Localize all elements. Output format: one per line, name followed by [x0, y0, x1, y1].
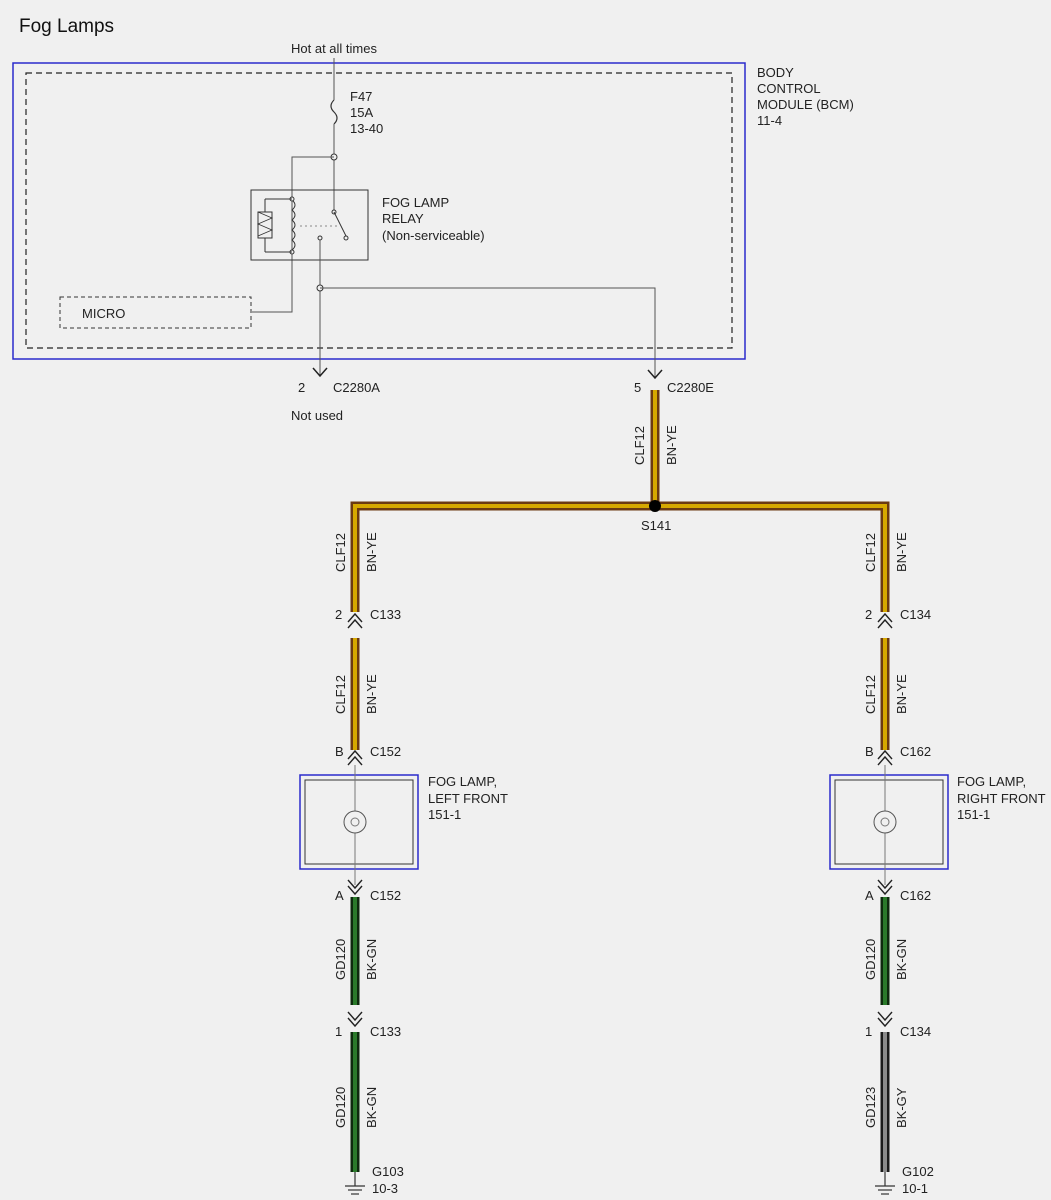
right-lamp-label-2: RIGHT FRONT: [957, 791, 1046, 806]
c162-top-connector-symbol: [877, 749, 893, 766]
left-c133-top-name: C133: [370, 607, 401, 622]
right-c134-top-pin: 2: [865, 607, 872, 622]
right-ground-name: G102: [902, 1164, 934, 1179]
right-c134-bottom-pin: 1: [865, 1024, 872, 1039]
right-ground-icon: [875, 1172, 895, 1195]
fuse-name: F47: [350, 89, 372, 104]
left-upper-color: BN-YE: [364, 532, 379, 572]
left-c133-bottom-pin: 1: [335, 1024, 342, 1039]
left-c152-bottom-pin: A: [335, 888, 344, 903]
bcm-label-4: 11-4: [757, 113, 782, 128]
power-label: Hot at all times: [291, 41, 377, 56]
bcm-label-1: BODY: [757, 65, 794, 80]
relay-label-1: FOG LAMP: [382, 195, 449, 210]
right-c162-top-pin: B: [865, 744, 874, 759]
right-c162-top-name: C162: [900, 744, 931, 759]
bcm-label-3: MODULE (BCM): [757, 97, 854, 112]
right-c162-bottom-name: C162: [900, 888, 931, 903]
bcm-label-2: CONTROL: [757, 81, 821, 96]
right-lamp-bulb-icon: [873, 810, 897, 834]
right-lamp-label-3: 151-1: [957, 807, 990, 822]
c162-bottom-connector-symbol: [877, 879, 893, 896]
left-ground2-color: BK-GN: [364, 1087, 379, 1128]
left-c133-top-pin: 2: [335, 607, 342, 622]
relay-label-2: RELAY: [382, 211, 424, 226]
relay-coil: [291, 199, 296, 251]
right-c134-bottom-name: C134: [900, 1024, 931, 1039]
right-fog-lamp-outline: [829, 774, 949, 870]
left-lamp-label-1: FOG LAMP,: [428, 774, 497, 789]
left-c152-bottom-name: C152: [370, 888, 401, 903]
right-upper-circuit: CLF12: [863, 533, 878, 572]
page-title: Fog Lamps: [19, 16, 115, 37]
c2280a-pin: 2: [298, 380, 305, 395]
bcm-module-outline: [12, 62, 746, 360]
right-c134-top-name: C134: [900, 607, 931, 622]
splice-name: S141: [641, 518, 671, 533]
c2280a-name: C2280A: [333, 380, 380, 395]
fuse-ref: 13-40: [350, 121, 383, 136]
relay-label-3: (Non-serviceable): [382, 228, 485, 243]
fuse-rating: 15A: [350, 105, 373, 120]
left-ground1-color: BK-GN: [364, 939, 379, 980]
left-ground1-circuit: GD120: [333, 939, 348, 980]
right-ground-ref: 10-1: [902, 1181, 928, 1196]
c134-bottom-connector-symbol: [877, 1011, 893, 1028]
left-ground-name: G103: [372, 1164, 404, 1179]
c2280a-note: Not used: [291, 408, 343, 423]
trunk-color: BN-YE: [664, 425, 679, 465]
c133-bottom-connector-symbol: [347, 1011, 363, 1028]
right-upper-color: BN-YE: [894, 532, 909, 572]
left-ground2-circuit: GD120: [333, 1087, 348, 1128]
c2280a-connector-symbol: [312, 367, 328, 378]
left-mid-circuit: CLF12: [333, 675, 348, 714]
left-upper-circuit: CLF12: [333, 533, 348, 572]
right-mid-circuit: CLF12: [863, 675, 878, 714]
left-c133-bottom-name: C133: [370, 1024, 401, 1039]
right-mid-color: BN-YE: [894, 674, 909, 714]
left-ground-icon: [345, 1172, 365, 1195]
left-c152-top-pin: B: [335, 744, 344, 759]
left-fog-lamp-outline: [299, 774, 419, 870]
c2280e-name: C2280E: [667, 380, 714, 395]
left-ground-ref: 10-3: [372, 1181, 398, 1196]
right-c162-bottom-pin: A: [865, 888, 874, 903]
right-lamp-label-1: FOG LAMP,: [957, 774, 1026, 789]
c134-top-connector-symbol: [877, 612, 893, 629]
right-ground2-circuit: GD123: [863, 1087, 878, 1128]
left-c152-top-name: C152: [370, 744, 401, 759]
splice-s141: [649, 500, 661, 512]
fuse-symbol: [330, 99, 338, 125]
left-lamp-label-3: 151-1: [428, 807, 461, 822]
left-mid-color: BN-YE: [364, 674, 379, 714]
c2280e-pin: 5: [634, 380, 641, 395]
relay-switch-arm: [333, 211, 347, 237]
c2280e-connector-symbol: [647, 369, 663, 380]
trunk-circuit: CLF12: [632, 426, 647, 465]
micro-box: [59, 296, 252, 329]
right-ground1-circuit: GD120: [863, 939, 878, 980]
micro-label: MICRO: [82, 306, 125, 321]
right-ground1-color: BK-GN: [894, 939, 909, 980]
bn-ye-harness: [350, 390, 890, 750]
bcm-internal-dashed: [25, 72, 733, 349]
c152-top-connector-symbol: [347, 749, 363, 766]
c133-top-connector-symbol: [347, 612, 363, 629]
c152-bottom-connector-symbol: [347, 879, 363, 896]
right-ground2-color: BK-GY: [894, 1087, 909, 1128]
fog-lamp-relay: [250, 189, 369, 261]
left-lamp-bulb-icon: [343, 810, 367, 834]
left-lamp-label-2: LEFT FRONT: [428, 791, 508, 806]
